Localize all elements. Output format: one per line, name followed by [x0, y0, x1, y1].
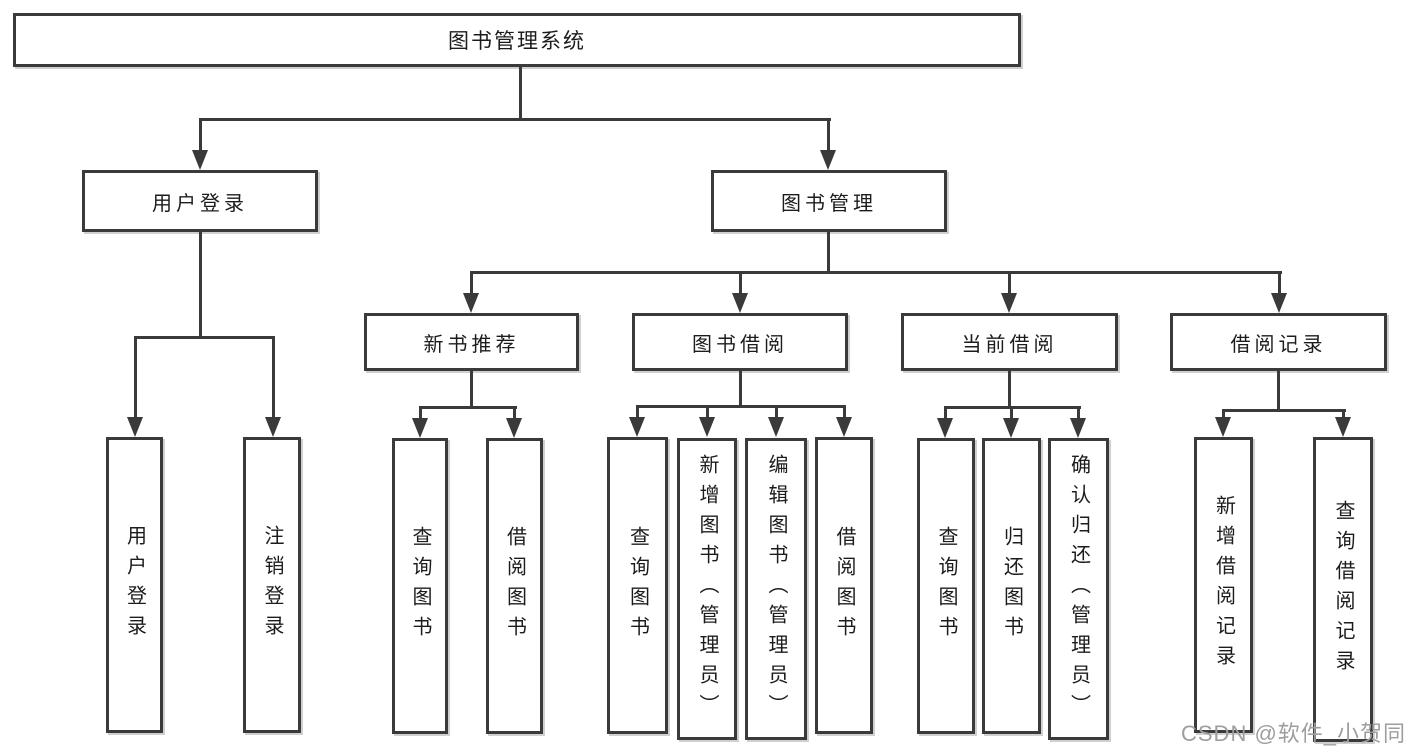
- connector-line: [843, 405, 846, 421]
- connector-line: [1008, 371, 1011, 409]
- node-new-book-recommendation: 新书推荐: [364, 313, 579, 371]
- node-library-management-system: 图书管理系统: [13, 13, 1021, 67]
- connector-line: [419, 406, 517, 409]
- node-book-management: 图书管理: [711, 170, 947, 232]
- arrowhead-down-icon: [192, 150, 208, 170]
- connector-line: [1222, 409, 1346, 412]
- arrowhead-down-icon: [463, 293, 479, 313]
- node-user-login: 用户登录: [82, 170, 318, 232]
- connector-line: [739, 371, 742, 408]
- connector-line: [134, 336, 275, 339]
- leaf-borrow-books-recommend: 借阅图书: [486, 438, 543, 734]
- leaf-add-books-admin: 新增图书（管理员）: [677, 438, 737, 740]
- arrowhead-down-icon: [127, 417, 143, 437]
- arrowhead-down-icon: [836, 417, 852, 437]
- leaf-return-books: 归还图书: [982, 438, 1041, 734]
- arrowhead-down-icon: [506, 418, 522, 438]
- csdn-watermark: CSDN @软件_小贺同学: [1181, 721, 1405, 746]
- leaf-query-borrow-record: 查询借阅记录: [1313, 437, 1373, 742]
- connector-line: [1278, 271, 1281, 297]
- leaf-query-books-borrow: 查询图书: [607, 437, 668, 734]
- connector-line: [199, 118, 202, 154]
- connector-line: [272, 336, 275, 421]
- connector-line: [1008, 271, 1011, 297]
- leaf-query-books-current: 查询图书: [917, 438, 975, 734]
- leaf-logout-login: 注销登录: [243, 437, 301, 733]
- connector-line: [519, 67, 522, 119]
- connector-line: [775, 405, 778, 421]
- connector-line: [470, 271, 473, 297]
- arrowhead-down-icon: [1271, 293, 1287, 313]
- connector-line: [827, 232, 830, 274]
- connector-line: [827, 118, 830, 154]
- connector-line: [419, 406, 422, 422]
- connector-line: [944, 406, 947, 422]
- connector-line: [199, 118, 831, 121]
- arrowhead-down-icon: [265, 417, 281, 437]
- connector-line: [470, 271, 1282, 274]
- arrowhead-down-icon: [1070, 418, 1086, 438]
- leaf-borrow-books: 借阅图书: [815, 437, 873, 734]
- connector-line: [1010, 406, 1013, 422]
- leaf-query-books-recommend: 查询图书: [392, 438, 448, 734]
- connector-line: [513, 406, 516, 422]
- arrowhead-down-icon: [768, 417, 784, 437]
- arrowhead-down-icon: [937, 418, 953, 438]
- arrowhead-down-icon: [732, 293, 748, 313]
- connector-line: [1077, 406, 1080, 422]
- connector-line: [739, 271, 742, 297]
- arrowhead-down-icon: [1335, 417, 1351, 437]
- connector-line: [470, 371, 473, 409]
- connector-line: [636, 405, 639, 421]
- arrowhead-down-icon: [1001, 293, 1017, 313]
- connector-line: [1342, 409, 1345, 421]
- arrowhead-down-icon: [1003, 418, 1019, 438]
- node-current-borrowing: 当前借阅: [901, 313, 1118, 371]
- connector-line: [636, 405, 846, 408]
- connector-line: [134, 336, 137, 421]
- arrowhead-down-icon: [1215, 417, 1231, 437]
- connector-line: [706, 405, 709, 421]
- connector-line: [1222, 409, 1225, 421]
- connector-line: [199, 232, 202, 339]
- leaf-user-login: 用户登录: [106, 437, 163, 733]
- arrowhead-down-icon: [820, 150, 836, 170]
- leaf-add-borrow-record: 新增借阅记录: [1194, 437, 1253, 733]
- leaf-confirm-return-admin: 确认归还（管理员）: [1048, 438, 1109, 740]
- leaf-edit-books-admin: 编辑图书（管理员）: [745, 438, 807, 740]
- node-book-borrowing: 图书借阅: [632, 313, 848, 371]
- arrowhead-down-icon: [629, 417, 645, 437]
- node-borrowing-records: 借阅记录: [1170, 313, 1387, 371]
- connector-line: [1277, 371, 1280, 412]
- arrowhead-down-icon: [412, 418, 428, 438]
- arrowhead-down-icon: [699, 417, 715, 437]
